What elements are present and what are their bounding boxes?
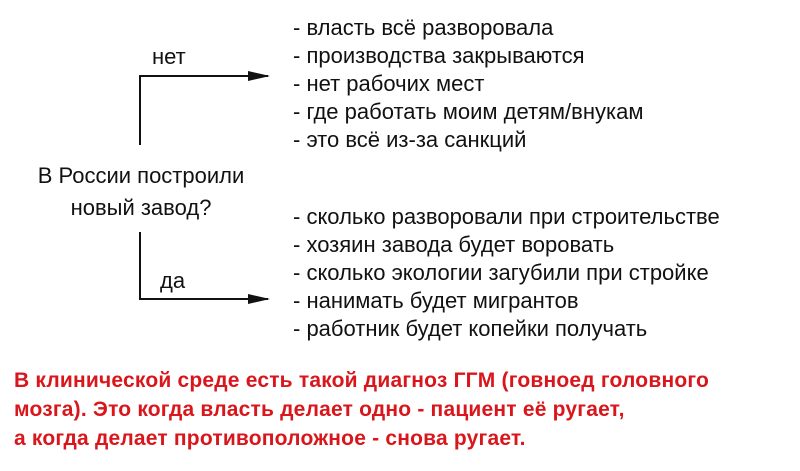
- question-box: В России построили новый завод?: [18, 160, 264, 224]
- list-item: - нанимать будет мигрантов: [293, 288, 579, 313]
- list-item: - производства закрываются: [293, 43, 585, 68]
- note-line-3: а когда делает противоположное - снова р…: [14, 427, 526, 450]
- list-item: - хозяин завода будет воровать: [293, 232, 615, 257]
- branch-yes-list: - сколько разворовали при строительстве …: [293, 203, 720, 343]
- list-item: - работник будет копейки получать: [293, 316, 648, 341]
- question-line-1: В России построили: [37, 163, 245, 188]
- branch-no-label: нет: [152, 44, 186, 69]
- connector-no: [139, 71, 270, 145]
- list-item: - сколько разворовали при строительстве: [293, 204, 720, 229]
- list-item: - власть всё разворовала: [293, 15, 554, 40]
- list-item: - где работать моим детям/внукам: [293, 99, 644, 124]
- note-line-2: мозга). Это когда власть делает одно - п…: [14, 398, 625, 421]
- diagnosis-note: В клинической среде есть такой диагноз Г…: [14, 366, 790, 453]
- branch-yes-label: да: [160, 268, 186, 293]
- list-item: - нет рабочих мест: [293, 71, 485, 96]
- branch-no-list: - власть всё разворовала - производства …: [293, 14, 643, 154]
- list-item: - сколько экологии загубили при стройке: [293, 260, 709, 285]
- connector-yes: [139, 232, 270, 304]
- note-line-1: В клинической среде есть такой диагноз Г…: [14, 369, 710, 392]
- question-line-2: новый завод?: [70, 195, 212, 220]
- list-item: - это всё из-за санкций: [293, 127, 527, 152]
